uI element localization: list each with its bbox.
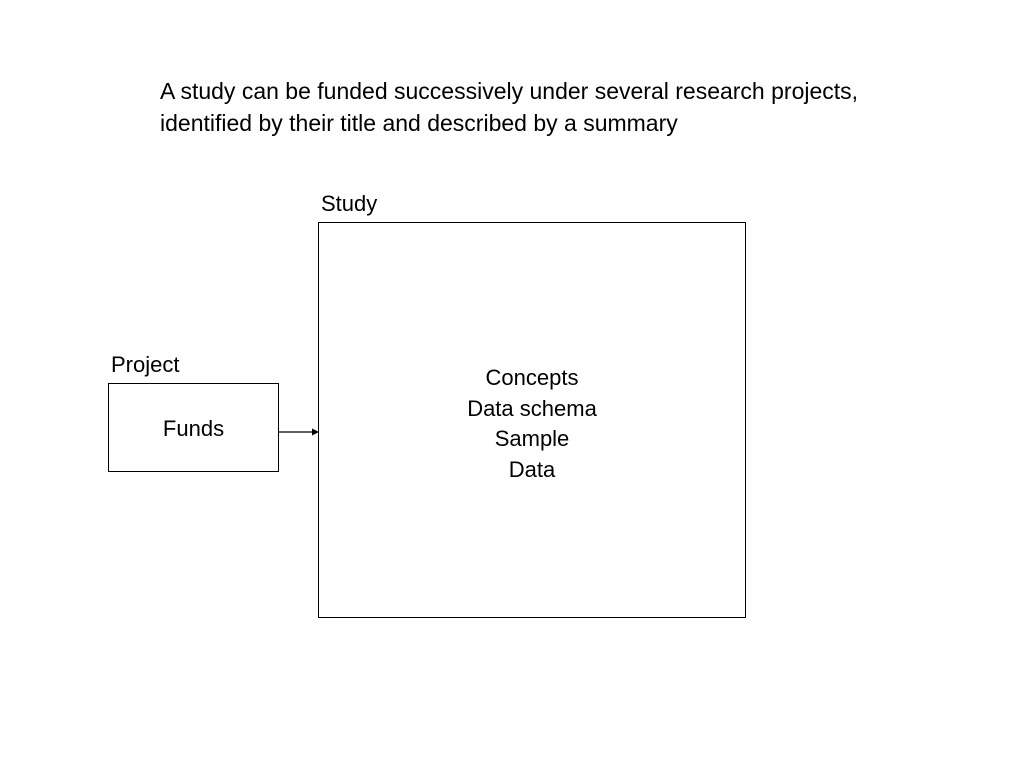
arrow-head-icon [312, 428, 319, 436]
study-contents-list: Concepts Data schema Sample Data [319, 363, 745, 485]
study-box: Concepts Data schema Sample Data [318, 222, 746, 618]
project-label: Project [111, 352, 180, 377]
caption-line-1: A study can be funded successively under… [160, 78, 859, 104]
project-box: Funds [108, 383, 279, 472]
study-item-concepts: Concepts [485, 365, 579, 390]
funds-text: Funds [162, 416, 225, 441]
study-label: Study [321, 191, 378, 216]
caption-line-2: identified by their title and described … [160, 110, 678, 136]
study-item-sample: Sample [494, 426, 570, 451]
study-item-data: Data [508, 456, 556, 482]
study-item-data-schema: Data schema [467, 395, 597, 421]
project-to-study-arrow [278, 428, 319, 436]
